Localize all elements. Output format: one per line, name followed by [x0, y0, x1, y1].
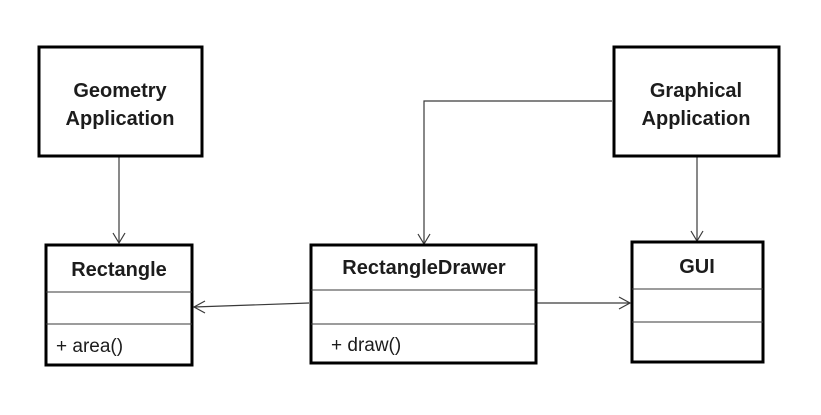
connector-graphical-app-to-rectangledrawer	[423, 100, 612, 244]
rectangle-class-box: Rectangle + area()	[44, 243, 194, 367]
arrowhead-into-gui-side	[618, 296, 632, 310]
rectangle-method-area: + area()	[56, 336, 123, 357]
gui-class-box: GUI	[630, 240, 765, 364]
gui-class-name: GUI	[679, 256, 715, 278]
connector-rectangledrawer-to-rectangle	[193, 302, 310, 308]
arrowhead-into-rectangle-top	[112, 232, 126, 245]
graphical-application-line2: Application	[642, 108, 751, 130]
rectangledrawer-method-draw: + draw()	[331, 335, 401, 356]
rectangledrawer-class-box: RectangleDrawer + draw()	[309, 243, 538, 365]
rectangle-class-name: Rectangle	[71, 259, 167, 281]
arrowhead-into-rectangle-side	[192, 300, 206, 314]
geometry-application-line1: Geometry	[73, 80, 167, 102]
rectangledrawer-class-name: RectangleDrawer	[342, 257, 506, 279]
graphical-application-box: Graphical Application	[612, 45, 781, 158]
geometry-application-box: Geometry Application	[37, 45, 204, 158]
graphical-application-line1: Graphical	[650, 80, 742, 102]
geometry-application-line2: Application	[66, 108, 175, 130]
